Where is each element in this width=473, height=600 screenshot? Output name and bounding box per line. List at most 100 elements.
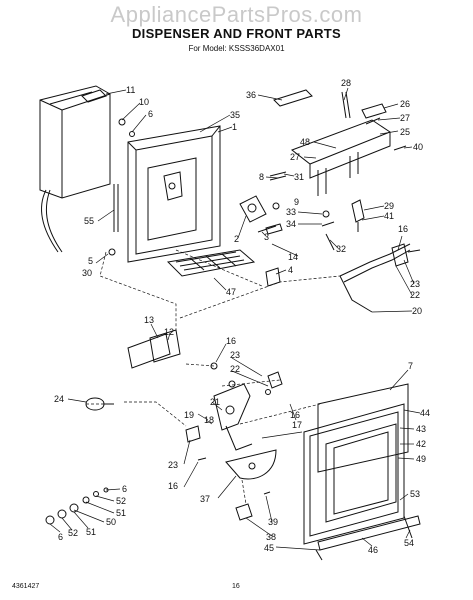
callout-16b: 16: [226, 336, 236, 346]
dispenser-frame-part-1: [127, 125, 221, 263]
callout-3: 3: [264, 232, 269, 242]
callout-35: 35: [230, 110, 240, 120]
callout-8: 8: [259, 172, 264, 182]
callout-18: 18: [204, 415, 214, 425]
callout-30: 30: [82, 268, 92, 278]
callout-10: 10: [139, 97, 149, 107]
cup-holder-part-37: [225, 449, 277, 480]
callout-11: 11: [126, 85, 135, 95]
parts-33-34-32: [321, 210, 335, 251]
parts-38-39: [235, 491, 271, 521]
callout-27b: 27: [290, 152, 300, 162]
callout-19: 19: [184, 410, 194, 420]
document-number: 4361427: [12, 583, 40, 590]
callout-39: 39: [268, 517, 278, 527]
callout-26: 26: [400, 99, 410, 109]
callout-53: 53: [410, 489, 420, 499]
dispenser-front-panels: [303, 383, 409, 545]
drip-tray-part-47: [166, 249, 256, 277]
callout-12: 12: [164, 327, 174, 337]
callout-16c: 16: [290, 410, 300, 420]
callout-45: 45: [264, 543, 274, 553]
callout-37: 37: [200, 494, 210, 504]
callout-2: 2: [234, 234, 239, 244]
leader-lines: [49, 87, 421, 551]
control-housing-part-25: [290, 119, 392, 196]
switch-actuator-parts-2-3: [239, 195, 277, 233]
callout-36: 36: [246, 90, 256, 100]
callout-40: 40: [413, 142, 423, 152]
callout-25: 25: [400, 127, 410, 137]
callout-27: 27: [400, 113, 410, 123]
callout-16: 16: [398, 224, 408, 234]
light-socket-part-14: [265, 267, 281, 287]
small-parts-50-51-52: [45, 487, 109, 525]
callout-21: 21: [210, 397, 220, 407]
callout-44: 44: [420, 408, 430, 418]
screw-part-40: [393, 145, 407, 151]
callout-41: 41: [384, 211, 394, 221]
callout-23: 23: [410, 279, 420, 289]
solenoid-parts-29-41: [351, 199, 365, 232]
page-number: 16: [232, 583, 240, 590]
callout-14: 14: [288, 252, 298, 262]
callout-42: 42: [416, 439, 426, 449]
callout-28: 28: [341, 78, 351, 88]
callout-9: 9: [294, 197, 299, 207]
callout-1: 1: [232, 122, 237, 132]
rod-part-55: [113, 184, 119, 232]
callout-48: 48: [300, 137, 310, 147]
small-parts-8-9: [265, 171, 287, 235]
callout-51: 51: [116, 508, 126, 518]
callout-29: 29: [384, 201, 394, 211]
callout-4: 4: [288, 265, 293, 275]
callout-16d: 16: [168, 481, 178, 491]
model-subtitle: For Model: KSSS36DAX01: [188, 44, 285, 53]
callout-6: 6: [148, 109, 153, 119]
ice-bucket-housing: [39, 85, 111, 253]
screws-10-6: [118, 118, 135, 137]
callout-13: 13: [144, 315, 154, 325]
actuator-parts-17-18-21: [185, 383, 253, 451]
callout-7: 7: [408, 361, 413, 371]
callout-6b: 6: [122, 484, 127, 494]
clamp-part-24: [85, 397, 114, 411]
callout-labels: 11 10 6 35 1 36 28 26 27 25 48 40 27 31 …: [54, 78, 430, 555]
callout-23b: 23: [230, 350, 240, 360]
callout-34: 34: [286, 219, 296, 229]
callout-22: 22: [410, 290, 420, 300]
screw-part-30: [108, 248, 116, 256]
callout-31: 31: [294, 172, 304, 182]
callout-46: 46: [368, 545, 378, 555]
callout-50: 50: [106, 517, 116, 527]
callout-47: 47: [226, 287, 236, 297]
callout-6c: 6: [58, 532, 63, 542]
cover-part-36: [273, 89, 313, 107]
page-title: DISPENSER AND FRONT PARTS: [131, 26, 341, 41]
callout-52b: 52: [68, 528, 78, 538]
callout-23c: 23: [168, 460, 178, 470]
callout-22b: 22: [230, 364, 240, 374]
callout-17: 17: [292, 420, 302, 430]
callout-49: 49: [416, 454, 426, 464]
callout-32: 32: [336, 244, 346, 254]
bracket-part-11: [81, 89, 107, 103]
callout-5: 5: [88, 256, 93, 266]
callout-33: 33: [286, 207, 296, 217]
screws-16-22-23: [197, 362, 283, 461]
callout-43: 43: [416, 424, 426, 434]
callout-20: 20: [412, 306, 422, 316]
watermark: AppliancePartsPros.com: [110, 2, 363, 27]
trim-parts-45-46-53-54: [315, 515, 421, 561]
switch-parts-26-27-28: [341, 91, 387, 125]
bracket-parts-12-13: [127, 329, 181, 369]
lever-assembly-part-20: [339, 243, 421, 313]
callout-38: 38: [266, 532, 276, 542]
callout-55: 55: [84, 216, 94, 226]
callout-52: 52: [116, 496, 126, 506]
assembly-dashed-lines: [86, 249, 341, 505]
callout-24: 24: [54, 394, 64, 404]
callout-54: 54: [404, 538, 414, 548]
callout-51b: 51: [86, 527, 96, 537]
